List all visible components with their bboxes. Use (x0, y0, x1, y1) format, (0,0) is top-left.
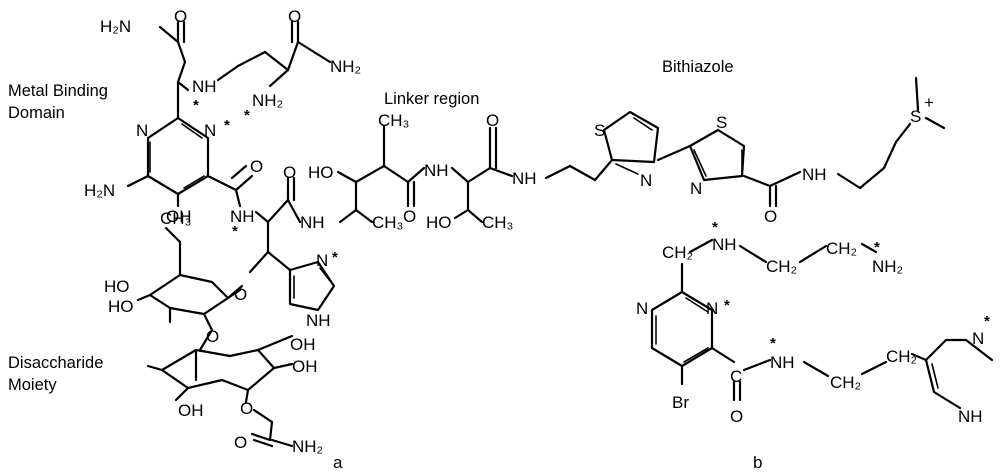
atom-ho-sugar1-b: HO (108, 297, 134, 316)
atom-nh-thiazole-amide: NH (802, 165, 827, 184)
atom-o-top: O (174, 7, 187, 26)
atom-o-linker2: O (486, 111, 499, 130)
atom-o-thiazole-amide: O (764, 207, 777, 226)
atom-ho-linker2: HO (426, 213, 452, 232)
atom-s-sulfonium: S (910, 107, 921, 126)
atom-o-linker: O (403, 207, 416, 226)
atom-nh-b1: NH (712, 235, 737, 254)
atom-star-b5: * (984, 313, 990, 330)
atom-n-pyrimidine-left: N (136, 121, 148, 140)
atom-n-b-right: N (706, 299, 718, 318)
atom-nh-backbone: NH (230, 207, 255, 226)
atom-nh-b2: NH (770, 353, 795, 372)
atom-s-thiazole1: S (594, 121, 605, 140)
atom-o-backbone: O (283, 163, 296, 182)
panel-label-b: b (753, 453, 762, 472)
atom-star-imidazole: * (332, 249, 338, 266)
atom-o-b: O (730, 407, 743, 426)
atom-o-amide-top: O (288, 7, 301, 26)
region-label-bithiazole: Bithiazole (662, 58, 734, 76)
atom-oh-sugar2-a: OH (290, 335, 316, 354)
atom-n-b-imidazole: N (972, 329, 984, 348)
atom-star-b4: * (770, 335, 776, 352)
atom-o-sugar-link: O (206, 327, 219, 346)
atom-ch3-linker-left: CH₃ (372, 213, 403, 232)
atom-h2n-top: H₂N (100, 17, 131, 36)
atom-n-pyrimidine-right: N (204, 121, 216, 140)
structure-b-bonds (650, 238, 994, 410)
atom-ch2-b2: CH₂ (766, 257, 797, 276)
atom-n-thiazole2: N (690, 179, 702, 198)
atom-nh2-amine: NH₂ (252, 91, 283, 110)
atom-n-thiazole1: N (640, 171, 652, 190)
atom-ch2-b1: CH₂ (662, 243, 693, 262)
atom-nh2-amide: NH₂ (330, 57, 361, 76)
atom-star-amine: * (193, 97, 199, 114)
atom-ho-sugar1-a: HO (104, 277, 130, 296)
atom-star-b3: * (724, 297, 730, 314)
atom-ch3-pyrimidine: CH₃ (160, 209, 191, 228)
atom-nh-linker2: NH (424, 161, 449, 180)
atom-o-carboxamide: O (250, 157, 263, 176)
atom-oh-sugar2-b: OH (292, 357, 318, 376)
atom-br-b: Br (672, 393, 689, 412)
atom-ch3-linker-top: CH₃ (378, 111, 409, 130)
atom-star-b1: * (712, 219, 718, 236)
atom-s-thiazole2: S (716, 113, 727, 132)
atom-nh-amine: NH (192, 77, 217, 96)
atom-h2n-pyrimidine: H₂N (84, 181, 115, 200)
atom-oh-sugar2-c: OH (178, 401, 204, 420)
atom-ch2-b3: CH₂ (826, 239, 857, 258)
region-label-linker: Linker region (384, 90, 479, 108)
atom-c-b: C (730, 367, 742, 386)
atom-ch2-b5: CH₂ (886, 347, 917, 366)
atom-nh-linker: NH (300, 213, 325, 232)
atom-o-carbamate-carbonyl: O (234, 433, 247, 452)
atom-nh-imidazole: NH (306, 311, 331, 330)
region-label-disaccharide-line1: Disaccharide (8, 354, 103, 372)
atom-o-glycoside: O (234, 285, 247, 304)
structure-b-atoms: CH₂ NH * CH₂ CH₂ NH₂ * N N * Br C O NH *… (636, 219, 990, 426)
atom-nh-b-imidazole: NH (958, 407, 983, 426)
atom-o-carbamate: O (240, 399, 253, 418)
atom-n-imidazole: N (316, 251, 328, 270)
atom-ch3-linker-right: CH₃ (482, 213, 513, 232)
atom-oh-sugar1-top: OH (166, 207, 192, 226)
atom-star-backbone: * (232, 223, 238, 240)
atom-star-pyrimidine: * (224, 117, 230, 134)
atom-ch2-b4: CH₂ (830, 373, 861, 392)
atom-star-nh2: * (244, 107, 250, 124)
atom-nh-linker3: NH (512, 169, 537, 188)
atom-plus-sulfonium: + (924, 93, 934, 112)
atom-star-b2: * (874, 239, 880, 256)
region-label-disaccharide-line2: Moiety (8, 376, 57, 394)
atom-nh2-b: NH₂ (872, 257, 903, 276)
atom-ho-linker: HO (308, 163, 334, 182)
structure-a-bonds (126, 20, 946, 448)
atom-nh2-carbamate: NH₂ (292, 437, 323, 456)
structure-a-atoms: H₂N O NH * O NH₂ NH₂ * N N * H₂N CH₃ O N… (84, 7, 934, 456)
atom-n-b-left: N (636, 299, 648, 318)
region-label-metal-binding-line1: Metal Binding (8, 82, 108, 100)
region-label-metal-binding-line2: Domain (8, 104, 65, 122)
panel-label-a: a (333, 453, 343, 472)
